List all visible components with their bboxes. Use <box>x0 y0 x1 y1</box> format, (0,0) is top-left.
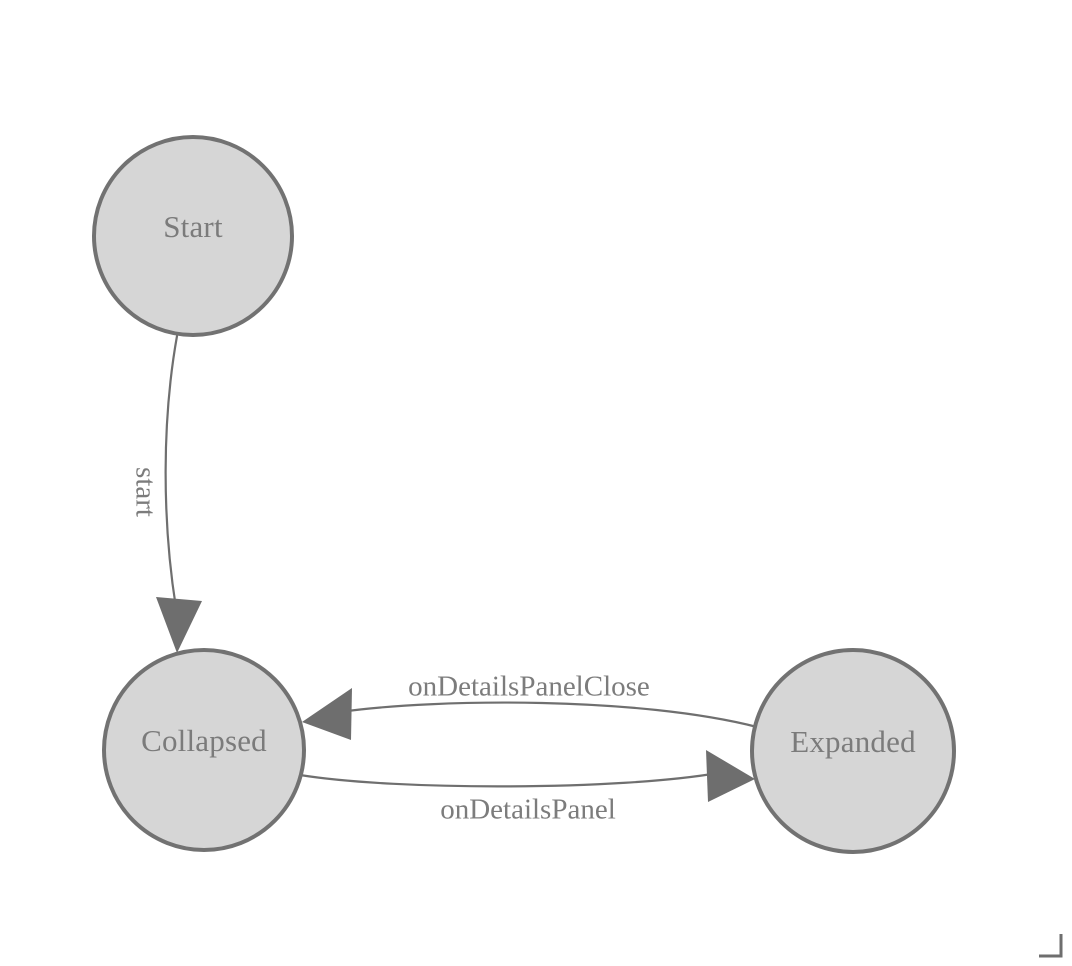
edge-expanded-collapsed-arrowhead <box>302 688 352 740</box>
resize-corner-mark[interactable] <box>1039 934 1063 958</box>
edge-label-on-details-panel-close: onDetailsPanelClose <box>408 671 650 703</box>
node-expanded-circle <box>750 648 956 854</box>
edge-collapsed-expanded-line <box>298 771 720 788</box>
edge-collapsed-expanded[interactable] <box>298 750 755 802</box>
edge-collapsed-expanded-arrowhead <box>706 750 755 802</box>
node-collapsed[interactable]: Collapsed <box>102 648 306 852</box>
node-expanded[interactable]: Expanded <box>750 648 956 854</box>
edge-expanded-collapsed[interactable] <box>302 688 759 740</box>
node-collapsed-label: Collapsed <box>141 723 267 758</box>
node-start-label: Start <box>163 209 223 244</box>
edge-label-on-details-panel: onDetailsPanel <box>440 794 616 826</box>
resize-corner-mark-path <box>1039 934 1063 958</box>
node-start-circle <box>92 135 294 337</box>
edge-start-collapsed-line <box>164 334 179 610</box>
node-collapsed-circle <box>102 648 306 852</box>
edge-label-start: start <box>129 467 161 517</box>
edge-start-collapsed[interactable] <box>156 334 202 653</box>
edge-expanded-collapsed-line <box>338 701 759 729</box>
node-expanded-label: Expanded <box>790 724 916 759</box>
node-start[interactable]: Start <box>92 135 294 337</box>
edge-start-collapsed-arrowhead <box>156 597 202 653</box>
